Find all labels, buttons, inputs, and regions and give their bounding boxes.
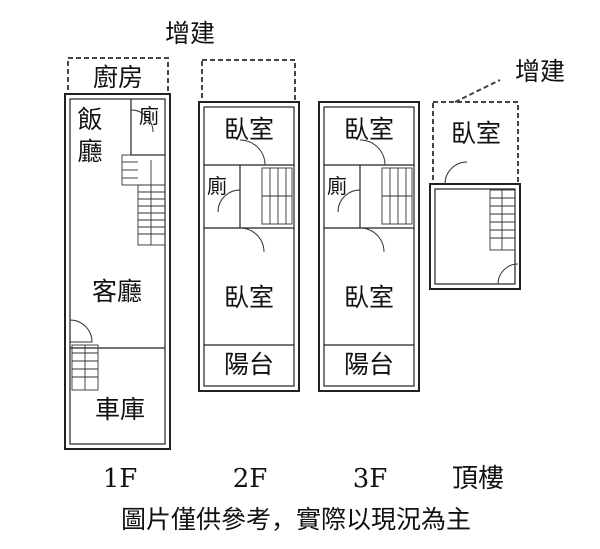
room-balcony-3f: 陽台 — [344, 350, 394, 379]
room-toilet-2f: 廁 — [207, 174, 227, 198]
door-bedroom-front-2f — [239, 139, 266, 166]
outline-3f — [318, 101, 420, 392]
room-dining-1f-a: 飯 — [77, 105, 102, 134]
floor-plan-2f: 臥室 廁 臥室 陽台 — [198, 59, 300, 392]
door-bedroom-back-2f — [239, 227, 265, 253]
outline-1f — [64, 93, 171, 450]
room-toilet-3f: 廁 — [327, 174, 347, 198]
annotation-extension-1f: 增建 — [165, 19, 215, 48]
door-bedroom-back-3f — [359, 227, 385, 253]
room-bedroom-back-2f: 臥室 — [224, 283, 274, 312]
door-toilet-1f — [130, 109, 154, 133]
door-toilet-2f — [217, 189, 241, 213]
floor-label-2f: 2F — [233, 464, 268, 494]
door-roof-exit — [497, 263, 519, 285]
room-living-1f: 客廳 — [92, 277, 142, 306]
room-bedroom-front-2f: 臥室 — [224, 115, 274, 144]
extension-pointer-roof — [454, 79, 501, 103]
room-bedroom-back-3f: 臥室 — [344, 283, 394, 312]
caption: 圖片僅供參考，實際以現況為主 — [121, 505, 471, 534]
door-bedroom-front-3f — [359, 139, 386, 166]
room-bedroom-front-3f: 臥室 — [344, 115, 394, 144]
room-toilet-1f: 廁 — [139, 104, 159, 128]
stairs-garage-1f — [71, 344, 99, 391]
room-dining-1f-b: 廳 — [77, 137, 102, 166]
door-living-1f — [69, 319, 93, 343]
floor-plan-1f: 廚房 飯 廳 廁 客廳 車庫 — [64, 57, 171, 450]
room-garage-1f: 車庫 — [95, 395, 145, 424]
stairs-3f — [381, 167, 413, 225]
floor-label-3f: 3F — [353, 464, 388, 494]
stairs-roof — [489, 189, 516, 251]
floor-plan-roof: 臥室 — [429, 79, 521, 290]
stairs-2f — [261, 167, 293, 225]
floor-label-roof: 頂樓 — [452, 464, 504, 494]
stairs-1f — [122, 160, 166, 246]
outline-2f — [198, 101, 300, 392]
room-bedroom-roof: 臥室 — [451, 119, 501, 148]
outline-roof — [429, 183, 521, 290]
annotation-extension-roof: 增建 — [515, 57, 565, 86]
extension-outline-2f — [201, 59, 296, 103]
door-bedroom-roof — [444, 161, 468, 185]
floor-plan-3f: 臥室 廁 臥室 陽台 — [318, 101, 420, 392]
floor-label-1f: 1F — [103, 464, 138, 494]
room-balcony-2f: 陽台 — [224, 350, 274, 379]
room-kitchen-1f: 廚房 — [93, 63, 143, 92]
door-toilet-3f — [337, 189, 361, 213]
